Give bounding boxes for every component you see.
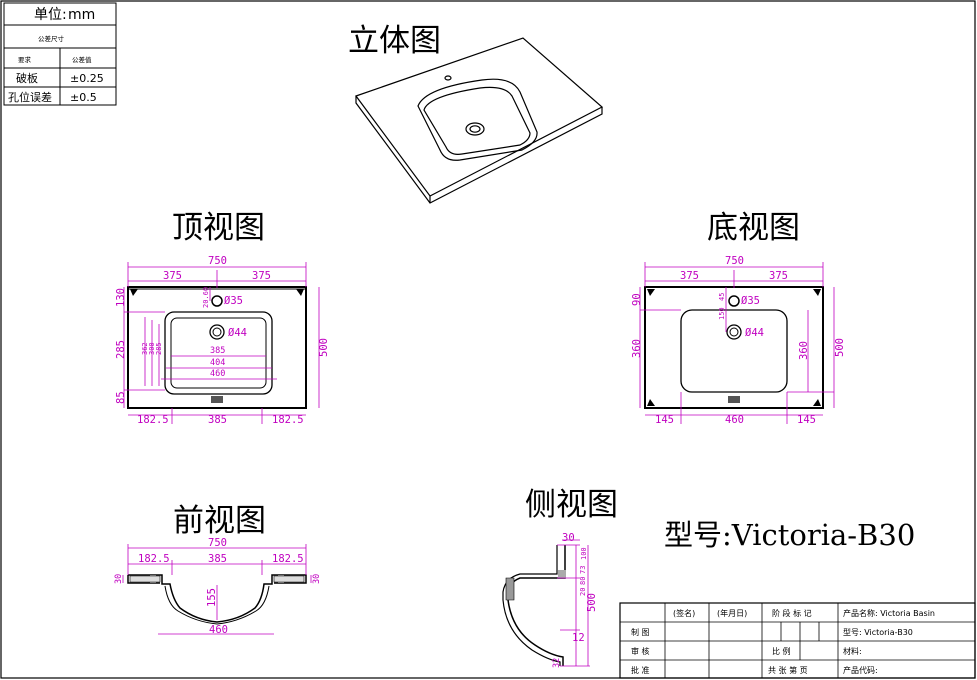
dim-label: 32: [552, 658, 562, 668]
dim-label: 150: [718, 307, 726, 320]
dim-label: 362: [141, 342, 149, 355]
dim-label: 375: [680, 270, 699, 282]
dim-label: 285: [115, 340, 127, 359]
dim-label: 750: [208, 255, 227, 267]
dim-label: 300: [148, 342, 156, 355]
dim-label: 85: [115, 391, 127, 404]
dim-label: 460: [210, 369, 225, 379]
tb-product-name: 产品名称: Victoria Basin: [843, 608, 935, 618]
dim-label: 145: [797, 414, 816, 426]
tb-review: 审 核: [631, 646, 650, 656]
dim-label: 375: [252, 270, 271, 282]
dim-label: 385: [208, 553, 227, 565]
dim-label: 100: [580, 547, 588, 560]
dim-label: 90: [631, 293, 643, 306]
dim-label: 182.5: [272, 553, 304, 565]
dim-label: 80: [579, 577, 587, 585]
dim-label: 20: [579, 588, 587, 596]
unit-value: mm: [68, 7, 95, 23]
dim-label: 182.5: [137, 414, 169, 426]
dim-label: 182.5: [272, 414, 304, 426]
dim-label: 20.60: [202, 287, 210, 308]
dim-label: 145: [655, 414, 674, 426]
row-item: 孔位误差: [8, 90, 52, 104]
tb-model: 型号: Victoria-B30: [843, 628, 913, 637]
col-requirement: 要求: [18, 55, 32, 64]
dim-label: Ø35: [224, 295, 243, 307]
dim-label: 460: [725, 414, 744, 426]
dim-label: 12: [572, 632, 585, 644]
dim-label: 500: [834, 338, 846, 357]
dim-label: 182.5: [138, 553, 170, 565]
side-view-title: 侧视图: [525, 487, 618, 523]
tb-stage: 阶 段 标 记: [772, 608, 812, 618]
dim-label: 30: [562, 532, 575, 544]
iso-view-title: 立体图: [348, 23, 441, 59]
tolerance-table: 单位: mm 公差尺寸 要求 公差值 破板 ±0.25 孔位误差 ±0.5: [3, 2, 117, 106]
bottom-view: 750 375 375 500 90 360 360 Ø35 Ø44 45 15…: [631, 255, 846, 426]
tb-drawn: 制 图: [631, 627, 650, 637]
unit-label: 单位:: [34, 7, 67, 23]
dim-label: 155: [206, 588, 218, 607]
front-view-title: 前视图: [173, 503, 266, 539]
row-item: 破板: [16, 71, 38, 85]
title-block: (签名) (年月日) 阶 段 标 记 产品名称: Victoria Basin …: [619, 602, 976, 679]
tolerance-title: 公差尺寸: [38, 34, 65, 43]
dim-label: 30: [114, 574, 124, 584]
tb-sheets: 共 张 第 页: [768, 665, 808, 675]
dim-label: 385: [208, 414, 227, 426]
tb-approve: 批 准: [631, 665, 650, 675]
tb-sign: (签名): [673, 608, 695, 618]
tb-date: (年月日): [717, 608, 747, 618]
dim-label: 375: [769, 270, 788, 282]
row-value: ±0.25: [70, 72, 104, 85]
tb-scale: 比 例: [772, 646, 791, 656]
front-view: 750 182.5 385 182.5 30 30 155 460: [114, 537, 322, 636]
dim-label: 750: [725, 255, 744, 267]
dim-label: 500: [318, 338, 330, 357]
dim-label: 360: [631, 339, 643, 358]
dim-label: 750: [208, 537, 227, 549]
dim-label: 460: [209, 624, 228, 636]
top-view-title: 顶视图: [172, 210, 265, 246]
dim-label: 45: [718, 293, 726, 301]
model-label: 型号:Victoria-B30: [664, 518, 915, 552]
dim-label: 285: [155, 342, 163, 355]
tb-product-code: 产品代码:: [843, 665, 878, 675]
dim-label: 385: [210, 346, 225, 356]
dim-label: Ø44: [745, 327, 764, 339]
dim-label: 360: [798, 341, 810, 360]
dim-label: Ø44: [228, 327, 247, 339]
dim-label: 375: [163, 270, 182, 282]
col-value: 公差值: [72, 55, 92, 64]
dim-label: Ø35: [741, 295, 760, 307]
dim-label: 404: [210, 358, 225, 368]
iso-view: [355, 37, 604, 204]
side-view: 30 500 100 73 80 20 12 32: [502, 532, 598, 668]
dim-label: 500: [586, 593, 598, 612]
bottom-view-title: 底视图: [707, 210, 800, 246]
dim-label: 73: [579, 566, 587, 574]
dim-label: 130: [115, 288, 127, 307]
row-value: ±0.5: [70, 91, 97, 104]
dim-label: 30: [312, 574, 322, 584]
top-view: 750 375 375 500 130 285 85 Ø35 Ø44 20.60…: [115, 255, 330, 426]
tb-material: 材料:: [843, 646, 862, 656]
